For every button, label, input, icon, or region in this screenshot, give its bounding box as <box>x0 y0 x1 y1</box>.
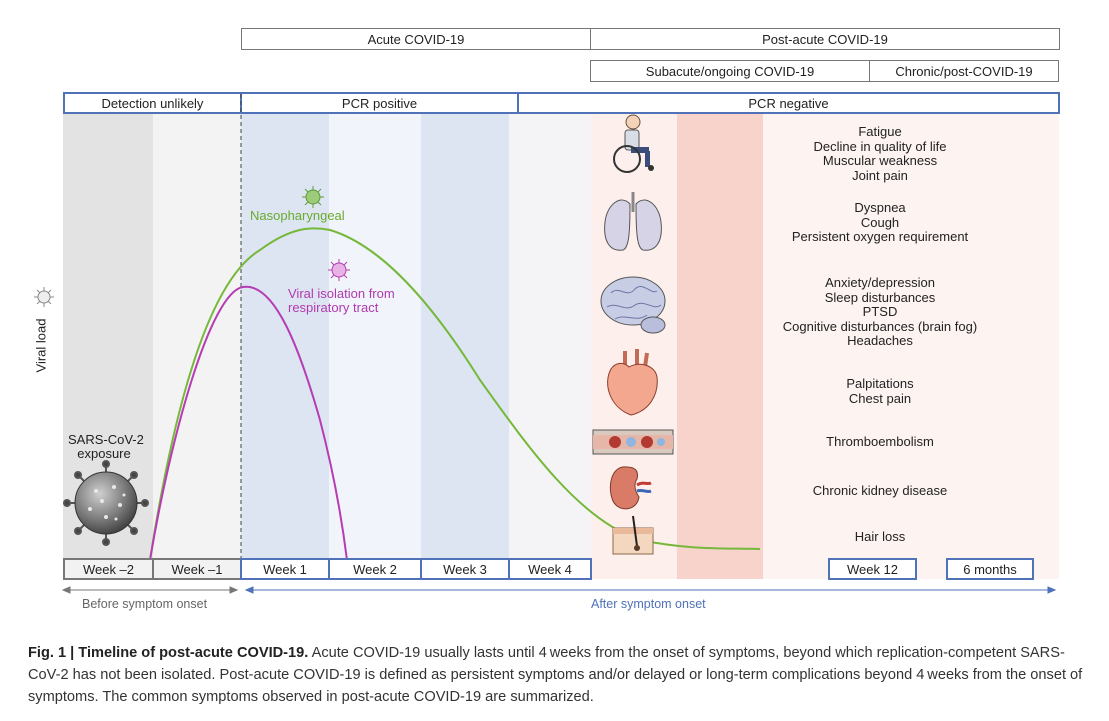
viral-isolation-virus-icon <box>328 259 350 281</box>
symptom-item: Cough <box>860 214 900 230</box>
viral-isolation-curve <box>149 285 348 561</box>
wheelchair-icon <box>613 114 654 173</box>
week-minus2-box: Week –2 <box>63 558 154 580</box>
symptom-item: Chest pain <box>848 390 912 406</box>
after-onset-arrow <box>244 586 1057 594</box>
acute-phase-label: Acute COVID-19 <box>367 31 465 47</box>
chronic-phase-label: Chronic/post-COVID-19 <box>895 63 1033 79</box>
symptom-item: Chronic kidney disease <box>812 483 948 498</box>
week-minus1-box: Week –1 <box>152 558 242 580</box>
week4-box: Week 4 <box>508 558 592 580</box>
caption-body: Acute COVID-19 usually lasts until 4 wee… <box>28 645 1083 705</box>
post-acute-phase-label: Post-acute COVID-19 <box>762 31 888 47</box>
symptom-item: Muscular weakness <box>822 153 938 168</box>
pcr-negative-label: PCR negative <box>748 95 829 111</box>
kidney-icon <box>609 466 652 510</box>
hair-follicle-icon <box>612 515 654 555</box>
symptom-group-kidney: Chronic kidney disease <box>770 483 990 499</box>
band-week-minus1 <box>153 114 241 579</box>
symptom-item: Sleep disturbances <box>824 289 936 305</box>
symptom-group-respiratory: Dyspnea Cough Persistent oxygen requirem… <box>770 200 990 245</box>
symptom-item: Decline in quality of life <box>813 138 947 154</box>
week2-box: Week 2 <box>328 558 422 580</box>
nasopharyngeal-virus-icon <box>302 186 324 208</box>
heart-icon <box>607 349 658 416</box>
pcr-negative-box: PCR negative <box>517 92 1060 114</box>
symptom-item: Fatigue <box>858 124 902 139</box>
brain-icon <box>600 276 666 334</box>
symptom-item: Joint pain <box>852 167 908 183</box>
symptom-item: Dyspnea <box>854 200 906 215</box>
sars-cov-2-virus-icon <box>63 460 149 546</box>
symptom-group-hair: Hair loss <box>770 529 990 545</box>
exposure-label-line1: SARS-CoV-2 <box>68 432 144 447</box>
symptom-item: Palpitations <box>846 376 914 391</box>
figure-caption: Fig. 1 | Timeline of post-acute COVID-19… <box>28 642 1088 708</box>
band-week4 <box>509 114 591 579</box>
symptom-group-fatigue: Fatigue Decline in quality of life Muscu… <box>770 124 990 183</box>
detection-unlikely-box: Detection unlikely <box>63 92 242 114</box>
symptom-item: Hair loss <box>854 529 906 544</box>
y-axis-label: Viral load <box>33 318 49 373</box>
symptom-group-neuro: Anxiety/depression Sleep disturbances PT… <box>770 275 990 349</box>
acute-phase-box: Acute COVID-19 <box>241 28 591 50</box>
caption-title: Fig. 1 | Timeline of post-acute COVID-19… <box>28 645 309 661</box>
subacute-phase-box: Subacute/ongoing COVID-19 <box>590 60 870 82</box>
viral-isolation-label-line1: Viral isolation from <box>288 286 395 301</box>
subacute-phase-label: Subacute/ongoing COVID-19 <box>645 63 815 79</box>
six-months-box: 6 months <box>946 558 1034 580</box>
before-onset-label: Before symptom onset <box>82 597 208 611</box>
symptom-item: Persistent oxygen requirement <box>791 229 969 244</box>
week12-box: Week 12 <box>828 558 917 580</box>
week1-box: Week 1 <box>240 558 330 580</box>
band-chronic <box>763 114 1059 579</box>
symptom-item: Anxiety/depression <box>825 275 935 290</box>
chronic-phase-box: Chronic/post-COVID-19 <box>869 60 1059 82</box>
band-week3 <box>421 114 509 579</box>
axis-virus-icon <box>34 287 54 307</box>
viral-isolation-label-line2: respiratory tract <box>288 300 379 315</box>
symptom-group-cardiac: Palpitations Chest pain <box>770 376 990 406</box>
before-onset-arrow <box>61 586 239 594</box>
week3-box: Week 3 <box>420 558 510 580</box>
band-subacute-dark <box>677 114 763 579</box>
symptom-item: PTSD <box>862 304 898 319</box>
symptom-item: Headaches <box>847 333 913 348</box>
symptom-item: Cognitive disturbances (brain fog) <box>782 318 978 334</box>
pcr-positive-label: PCR positive <box>341 95 418 111</box>
lungs-icon <box>604 192 662 251</box>
detection-unlikely-label: Detection unlikely <box>101 95 204 111</box>
band-week2 <box>329 114 421 579</box>
blood-vessel-icon <box>592 429 674 455</box>
symptom-group-thrombo: Thromboembolism <box>770 434 990 450</box>
post-acute-phase-box: Post-acute COVID-19 <box>590 28 1060 50</box>
pcr-positive-box: PCR positive <box>240 92 519 114</box>
after-onset-label: After symptom onset <box>591 597 706 611</box>
nasopharyngeal-label: Nasopharyngeal <box>250 208 345 223</box>
symptom-item: Thromboembolism <box>826 434 934 449</box>
exposure-label-line2: exposure <box>77 446 131 461</box>
